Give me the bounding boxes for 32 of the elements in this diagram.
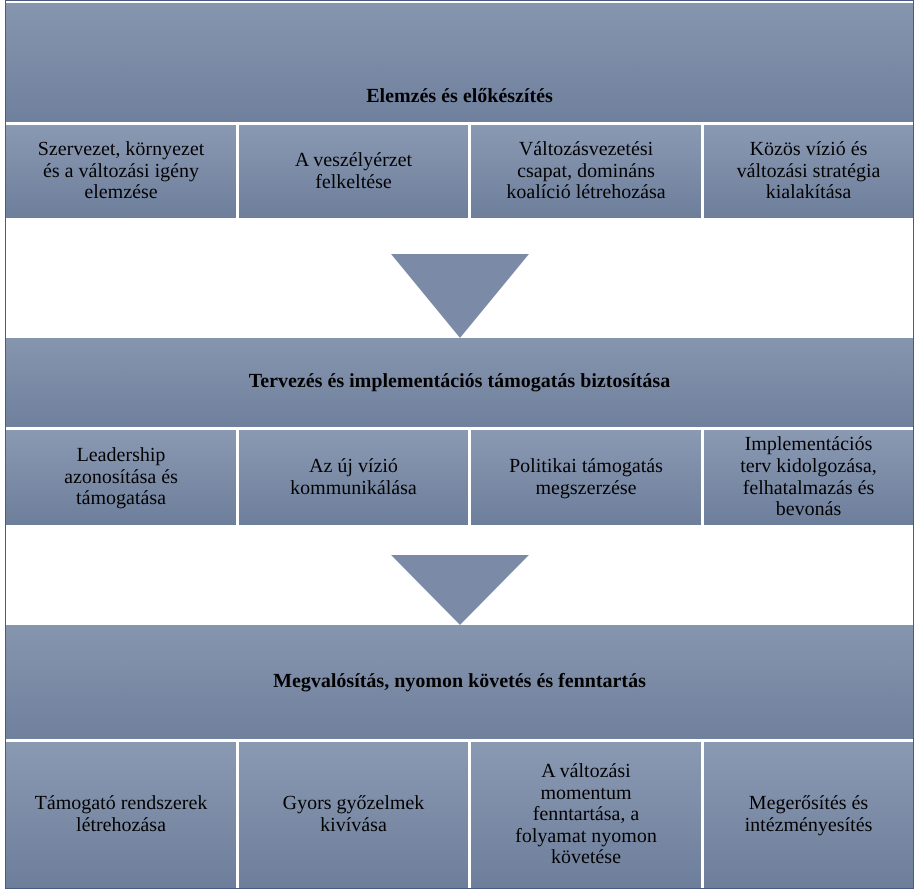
step-box: [239, 430, 468, 525]
step-box: [6, 125, 236, 218]
step-box: [471, 125, 701, 218]
step-box: [471, 742, 701, 888]
phase-band: [6, 3, 913, 218]
step-text: Támogató rendszerek létrehozása: [34, 793, 208, 837]
step-box: [704, 742, 913, 888]
step-box: [239, 742, 468, 888]
step-text: Gyors győzelmek kivívása: [282, 793, 426, 837]
phase-title: Elemzés és előkészítés: [365, 85, 554, 108]
step-box: [704, 430, 913, 525]
phase-title: Tervezés és implementációs támogatás biztosítása: [248, 370, 672, 393]
phase-band: [6, 625, 913, 888]
step-text: Szervezet, környezet és a változási igény elemzése: [36, 139, 206, 204]
down-arrow: [391, 254, 529, 338]
step-text: Változásvezetési csapat, domináns koalíció létrehozása: [505, 139, 667, 204]
phase-title: Megvalósítás, nyomon követés és fenntartás: [272, 670, 647, 692]
down-arrow: [391, 555, 529, 625]
step-box: [704, 125, 913, 218]
step-text: Közös vízió és változási stratégia kialakítása: [736, 139, 882, 204]
step-box: [239, 125, 468, 218]
step-text: Leadership azonosítása és támogatása: [63, 445, 179, 510]
step-text: Megerősítés és intézményesítés: [744, 793, 874, 837]
phase-band: [6, 338, 913, 525]
step-text: Politikai támogatás megszerzése: [508, 456, 664, 500]
step-box: [471, 430, 701, 525]
step-text: A veszélyérzet felkeltése: [294, 150, 414, 194]
step-text: A változási momentum fenntartása, a folyamat nyomon követése: [514, 761, 658, 869]
step-text: Implementációs terv kidolgozása, felhatalmazás és bevonás: [739, 434, 878, 521]
step-box: [6, 742, 236, 888]
step-box: [6, 430, 236, 525]
step-text: Az új vízió kommunikálása: [289, 456, 418, 500]
